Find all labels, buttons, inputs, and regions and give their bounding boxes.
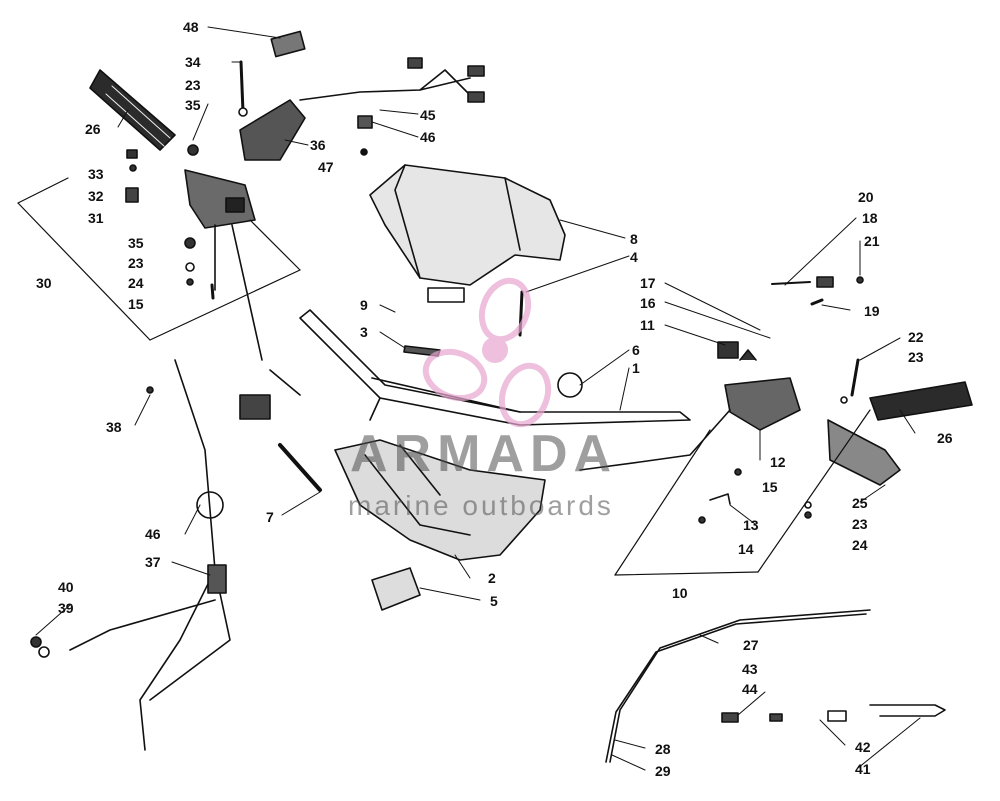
callout-19: 19 — [864, 303, 880, 319]
callout-34: 34 — [185, 54, 201, 70]
callout-2: 2 — [488, 570, 496, 586]
callout-3: 3 — [360, 324, 368, 340]
bracket-36 — [239, 99, 306, 161]
callout-17: 17 — [640, 275, 656, 291]
screw-47 — [360, 148, 368, 156]
callout-15-b: 15 — [762, 479, 778, 495]
callout-33: 33 — [88, 166, 104, 182]
callout-35-b: 35 — [128, 235, 144, 251]
callout-31: 31 — [88, 210, 104, 226]
callout-28: 28 — [655, 741, 671, 757]
callout-18: 18 — [862, 210, 878, 226]
brake-cable-37 — [30, 359, 231, 751]
wiring-harness-45 — [299, 57, 485, 103]
callout-23-a: 23 — [185, 77, 201, 93]
callout-37: 37 — [145, 554, 161, 570]
left-grip — [89, 69, 176, 151]
callout-30: 30 — [36, 275, 52, 291]
callout-26-b: 26 — [937, 430, 953, 446]
callout-39: 39 — [58, 600, 74, 616]
assembly-30-box — [17, 177, 301, 341]
callout-23-c: 23 — [908, 349, 924, 365]
switch-7 — [239, 369, 322, 492]
callout-4: 4 — [630, 249, 638, 265]
instrument-cover-8 — [369, 164, 566, 303]
callout-27: 27 — [743, 637, 759, 653]
callout-11: 11 — [640, 317, 655, 333]
callout-48: 48 — [183, 19, 199, 35]
callout-24-a: 24 — [128, 275, 144, 291]
callout-8: 8 — [630, 231, 638, 247]
part-48 — [270, 30, 306, 58]
callout-41: 41 — [855, 761, 871, 777]
right-harness — [579, 409, 731, 471]
watermark-title: ARMADA — [350, 425, 618, 483]
callout-46-a: 46 — [420, 129, 436, 145]
plate-5 — [371, 567, 421, 611]
callout-22: 22 — [908, 329, 924, 345]
clip-46 — [357, 115, 373, 129]
callout-14: 14 — [738, 541, 754, 557]
cable-27-inner — [605, 613, 867, 763]
callout-9: 9 — [360, 297, 368, 313]
callout-32: 32 — [88, 188, 104, 204]
callout-6: 6 — [632, 342, 640, 358]
callout-38: 38 — [106, 419, 122, 435]
callout-7: 7 — [266, 509, 274, 525]
callout-15-a: 15 — [128, 296, 144, 312]
bolt-34 — [238, 60, 248, 117]
callout-10: 10 — [672, 585, 688, 601]
callout-42: 42 — [855, 739, 871, 755]
watermark-propeller-logo — [422, 277, 552, 428]
callout-36: 36 — [310, 137, 326, 153]
callout-23-b: 23 — [128, 255, 144, 271]
bracket-2 — [334, 439, 546, 561]
plug-11 — [717, 341, 739, 359]
callout-5: 5 — [490, 593, 498, 609]
callout-26-a: 26 — [85, 121, 101, 137]
callout-16: 16 — [640, 295, 656, 311]
callout-1: 1 — [632, 360, 640, 376]
small-hardware-right — [698, 276, 864, 524]
callout-40: 40 — [58, 579, 74, 595]
callout-46-b: 46 — [145, 526, 161, 542]
callout-35-a: 35 — [185, 97, 201, 113]
callout-44: 44 — [742, 681, 758, 697]
right-housing-12 — [724, 349, 801, 431]
callout-12: 12 — [770, 454, 786, 470]
callout-23-d: 23 — [852, 516, 868, 532]
ring-6 — [557, 372, 583, 398]
cable-parts-41-44 — [721, 704, 946, 723]
callout-45: 45 — [420, 107, 436, 123]
throttle-lever-25 — [827, 419, 901, 486]
callout-20: 20 — [858, 189, 874, 205]
callout-43: 43 — [742, 661, 758, 677]
callout-25: 25 — [852, 495, 868, 511]
assembly-10-box — [614, 409, 871, 576]
callout-24-b: 24 — [852, 537, 868, 553]
watermark-subtitle: marine outboards — [348, 490, 614, 521]
small-hardware-left — [125, 144, 215, 300]
callout-29: 29 — [655, 763, 671, 779]
callout-13: 13 — [743, 517, 759, 533]
cable-27 — [609, 609, 871, 763]
right-grip — [869, 381, 973, 421]
left-switch-housing — [184, 169, 263, 361]
leader-lines — [35, 26, 921, 771]
callout-21: 21 — [864, 233, 880, 249]
callout-47: 47 — [318, 159, 334, 175]
